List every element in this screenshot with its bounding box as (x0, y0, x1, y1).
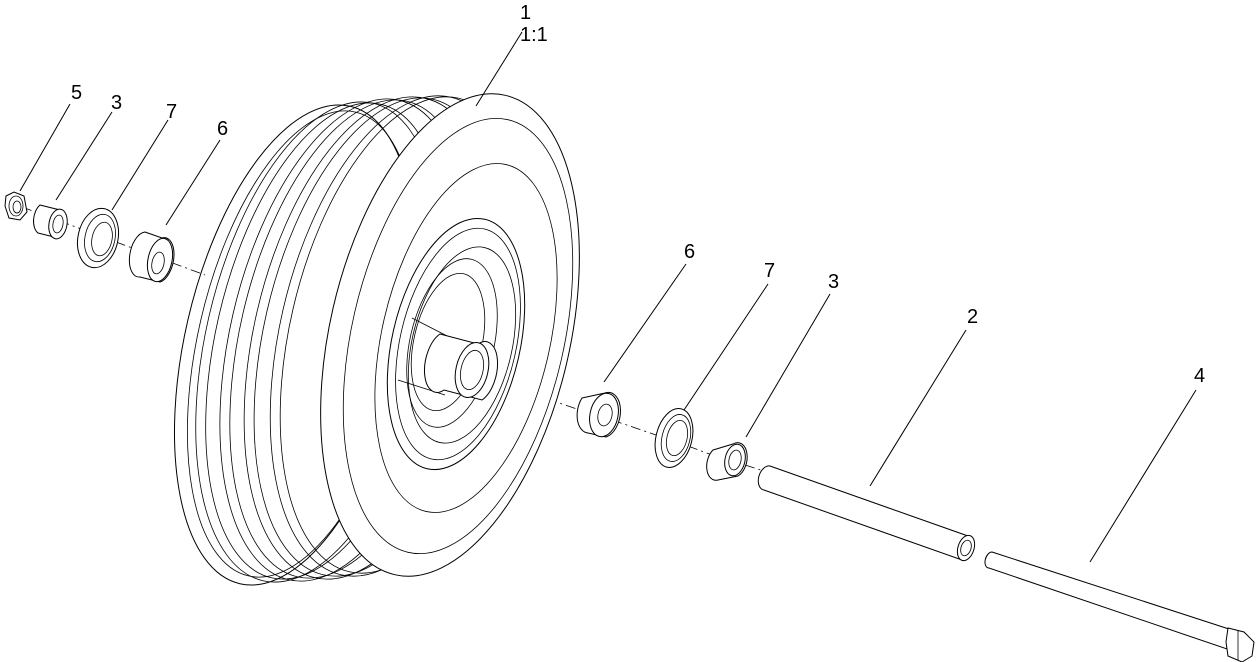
bolt-part (984, 551, 1255, 662)
callout-nut: 5 (71, 82, 83, 104)
spacer-left-part (33, 204, 68, 240)
callout-spacer-right: 3 (828, 271, 840, 293)
spacer-right-part (706, 442, 748, 481)
axle-tube-part (757, 465, 976, 562)
bearing-left-part (76, 207, 120, 269)
callout-bearing-right: 7 (764, 260, 776, 282)
nut-part (4, 191, 28, 221)
callout-scale: 1:1 (520, 24, 548, 46)
bushing-left-part (128, 231, 175, 283)
callout-bushing-left: 6 (217, 118, 229, 140)
wheel-tire (173, 93, 580, 586)
callout-bushing-right: 6 (684, 241, 696, 263)
bearing-right-part (654, 408, 694, 468)
callout-bolt: 4 (1194, 365, 1206, 387)
callout-wheel-assembly: 1 (520, 2, 532, 24)
callout-axle-tube: 2 (967, 306, 979, 328)
callout-spacer-left: 3 (111, 92, 123, 114)
leader-lines (19, 31, 1197, 563)
callout-bearing-left: 7 (166, 101, 178, 123)
bushing-right-part (576, 391, 621, 438)
